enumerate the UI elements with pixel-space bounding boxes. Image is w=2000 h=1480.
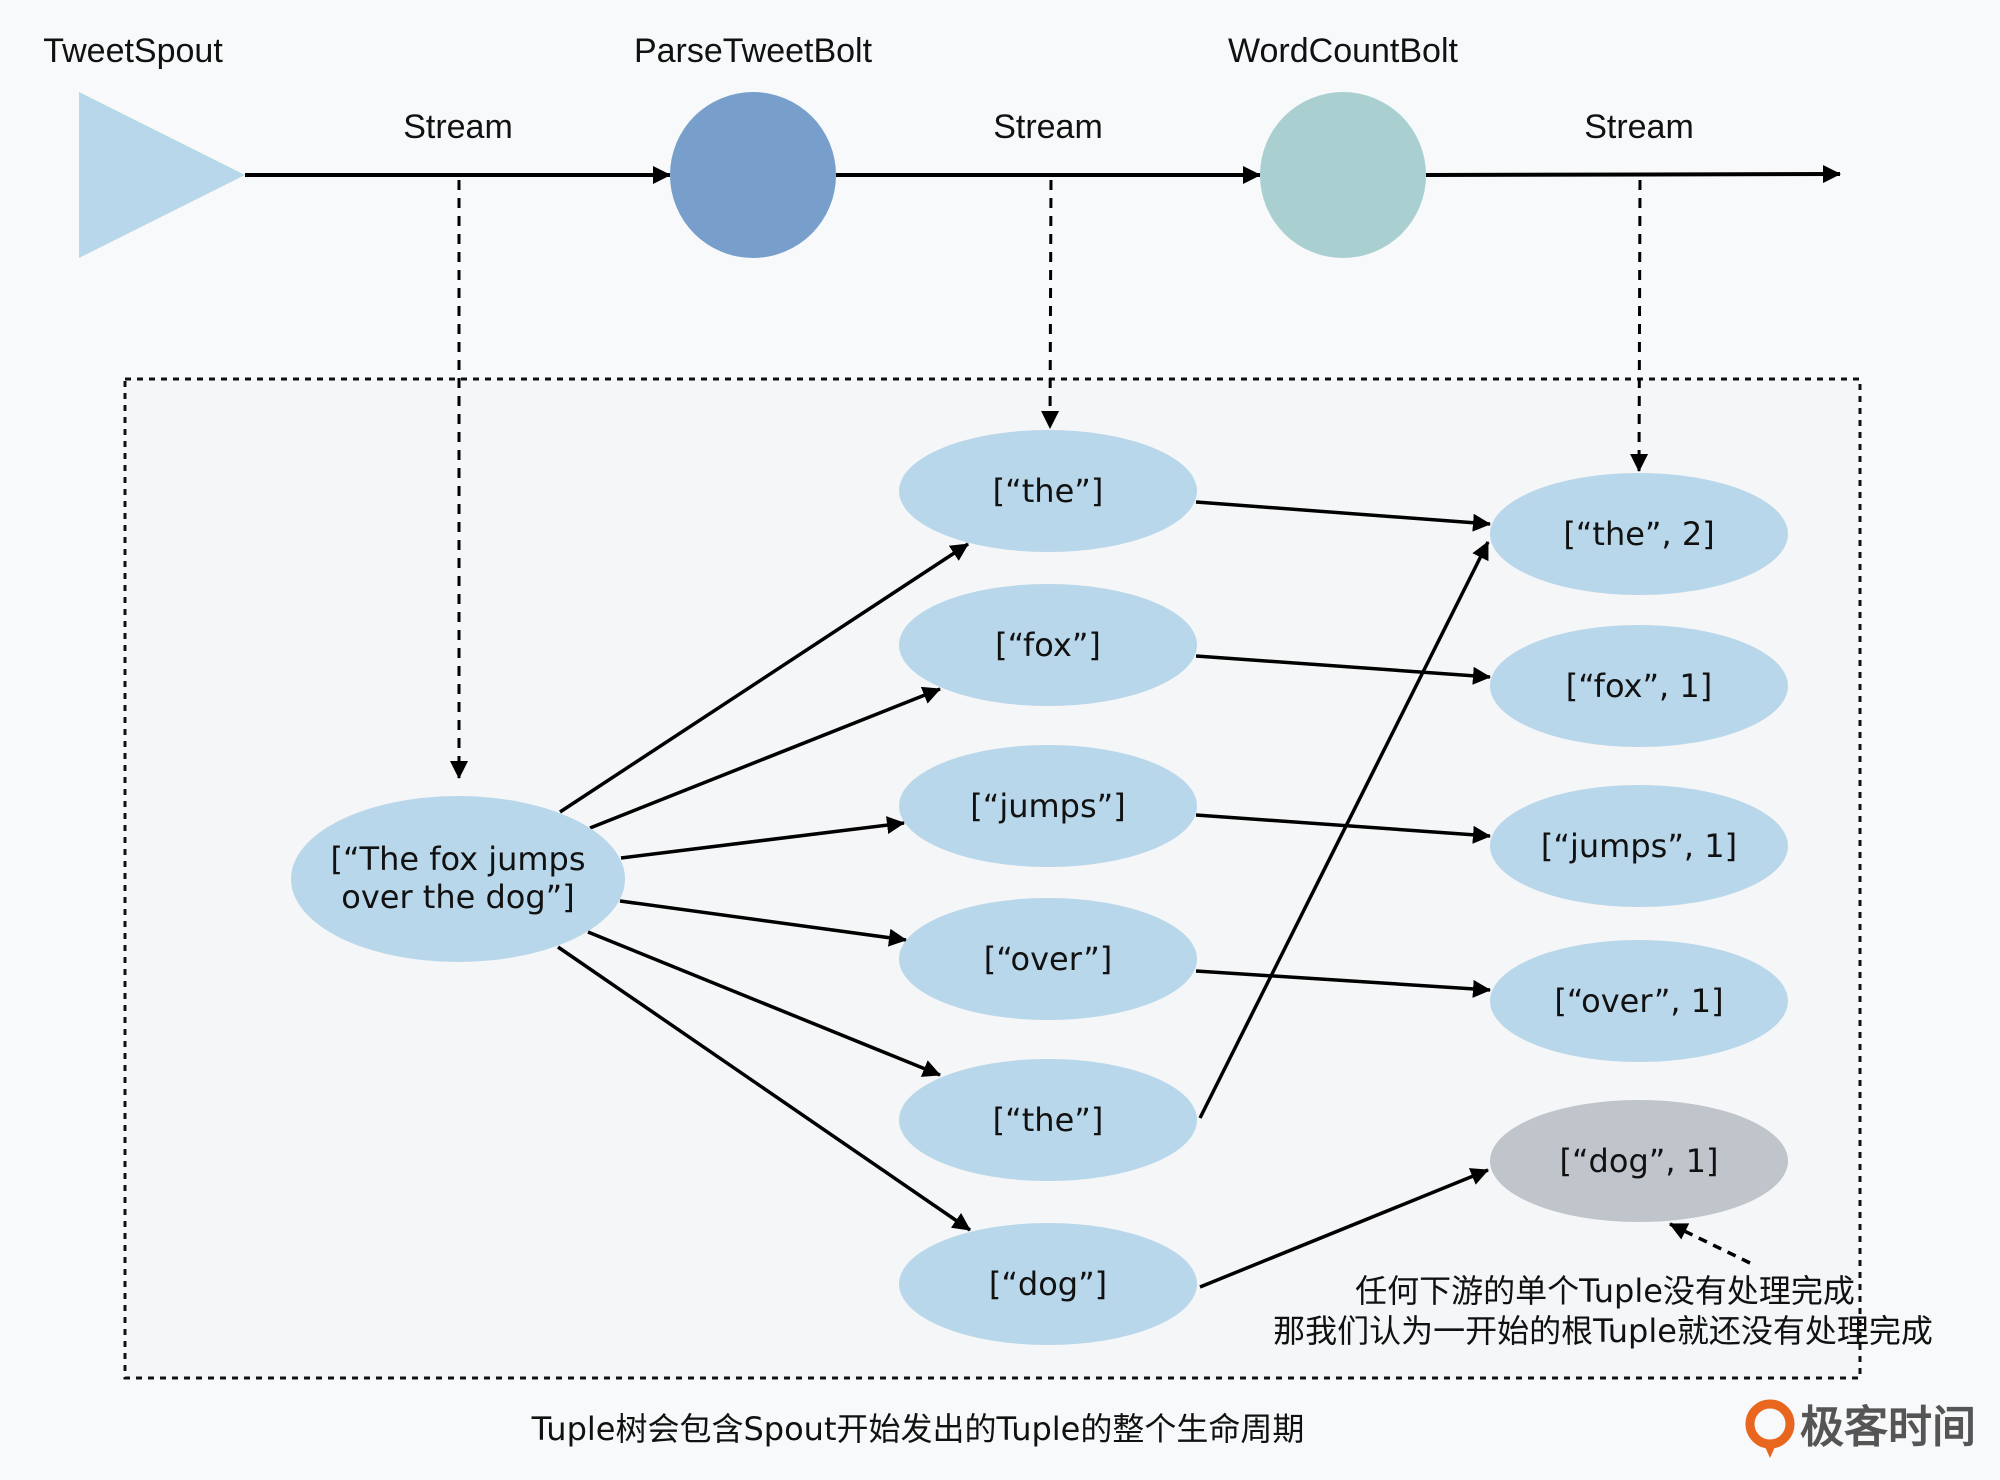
stream-arrow-3 <box>1425 165 1841 184</box>
spout-label: TweetSpout <box>43 32 223 70</box>
root-tuple-line1: [“The fox jumps <box>330 840 585 878</box>
bolt2-label: WordCountBolt <box>1228 32 1458 70</box>
edge-root-the1 <box>559 542 969 814</box>
brand-logo: 极客时间 <box>1745 1399 1976 1458</box>
word-node: [“jumps”] <box>899 745 1197 867</box>
edge-the2-count <box>1198 541 1490 1119</box>
word-tuple-nodes: [“the”] [“fox”] [“jumps”] [“over”] [“the… <box>899 430 1197 1345</box>
edge-the1-count <box>1195 500 1491 532</box>
stream-label-3: Stream <box>1584 108 1694 146</box>
word-node-label: [“over”] <box>984 940 1113 978</box>
root-tuple-node: [“The fox jumps over the dog”] <box>291 796 625 962</box>
count-node-label: [“over”, 1] <box>1554 982 1723 1020</box>
edge-dog-count <box>1199 1168 1489 1289</box>
word-node: [“dog”] <box>899 1223 1197 1345</box>
bolt1-node <box>670 92 836 258</box>
pending-count-node: [“dog”, 1] <box>1490 1100 1788 1222</box>
edge-root-dog <box>557 945 971 1232</box>
word-node-label: [“jumps”] <box>970 787 1125 825</box>
edge-root-jumps <box>620 816 905 860</box>
stream-2-drop-line <box>1041 179 1060 429</box>
diagram-caption: Tuple树会包含Spout开始发出的Tuple的整个生命周期 <box>531 1410 1305 1448</box>
count-node: [“fox”, 1] <box>1490 625 1788 747</box>
edge-root-over <box>619 899 907 947</box>
annotation-line2: 那我们认为一开始的根Tuple就还没有处理完成 <box>1273 1312 1933 1350</box>
word-to-count-edges <box>1195 500 1491 1289</box>
word-node-label: [“fox”] <box>995 626 1101 664</box>
count-node: [“over”, 1] <box>1490 940 1788 1062</box>
count-node: [“jumps”, 1] <box>1490 785 1788 907</box>
edge-root-fox <box>589 686 941 830</box>
logo-icon <box>1745 1399 1795 1449</box>
stream-label-1: Stream <box>403 108 513 146</box>
bolt2-node <box>1260 92 1426 258</box>
stream-label-2: Stream <box>993 108 1103 146</box>
word-node: [“the”] <box>899 430 1197 552</box>
edge-jumps-count <box>1195 813 1491 844</box>
count-node-label: [“dog”, 1] <box>1559 1142 1718 1180</box>
count-node-label: [“fox”, 1] <box>1566 667 1712 705</box>
root-to-word-edges <box>557 542 971 1232</box>
stream-3-drop-line <box>1630 179 1649 472</box>
bolt1-label: ParseTweetBolt <box>634 32 873 70</box>
count-node-label: [“jumps”, 1] <box>1541 827 1737 865</box>
edge-root-the2 <box>587 930 941 1077</box>
word-node-label: [“the”] <box>993 1101 1104 1139</box>
word-node: [“the”] <box>899 1059 1197 1181</box>
word-node-label: [“dog”] <box>989 1265 1107 1303</box>
word-node-label: [“the”] <box>993 472 1104 510</box>
word-node: [“over”] <box>899 898 1197 1020</box>
root-tuple-line2: over the dog”] <box>341 878 574 916</box>
spout-triangle-icon <box>79 92 245 258</box>
count-node: [“the”, 2] <box>1490 473 1788 595</box>
word-node: [“fox”] <box>899 584 1197 706</box>
count-tuple-nodes: [“the”, 2] [“fox”, 1] [“jumps”, 1] [“ove… <box>1490 473 1788 1222</box>
count-node-label: [“the”, 2] <box>1563 515 1714 553</box>
edge-over-count <box>1195 969 1491 998</box>
logo-text: 极客时间 <box>1800 1402 1976 1453</box>
edge-fox-count <box>1195 654 1491 685</box>
annotation-line1: 任何下游的单个Tuple没有处理完成 <box>1355 1272 1855 1310</box>
